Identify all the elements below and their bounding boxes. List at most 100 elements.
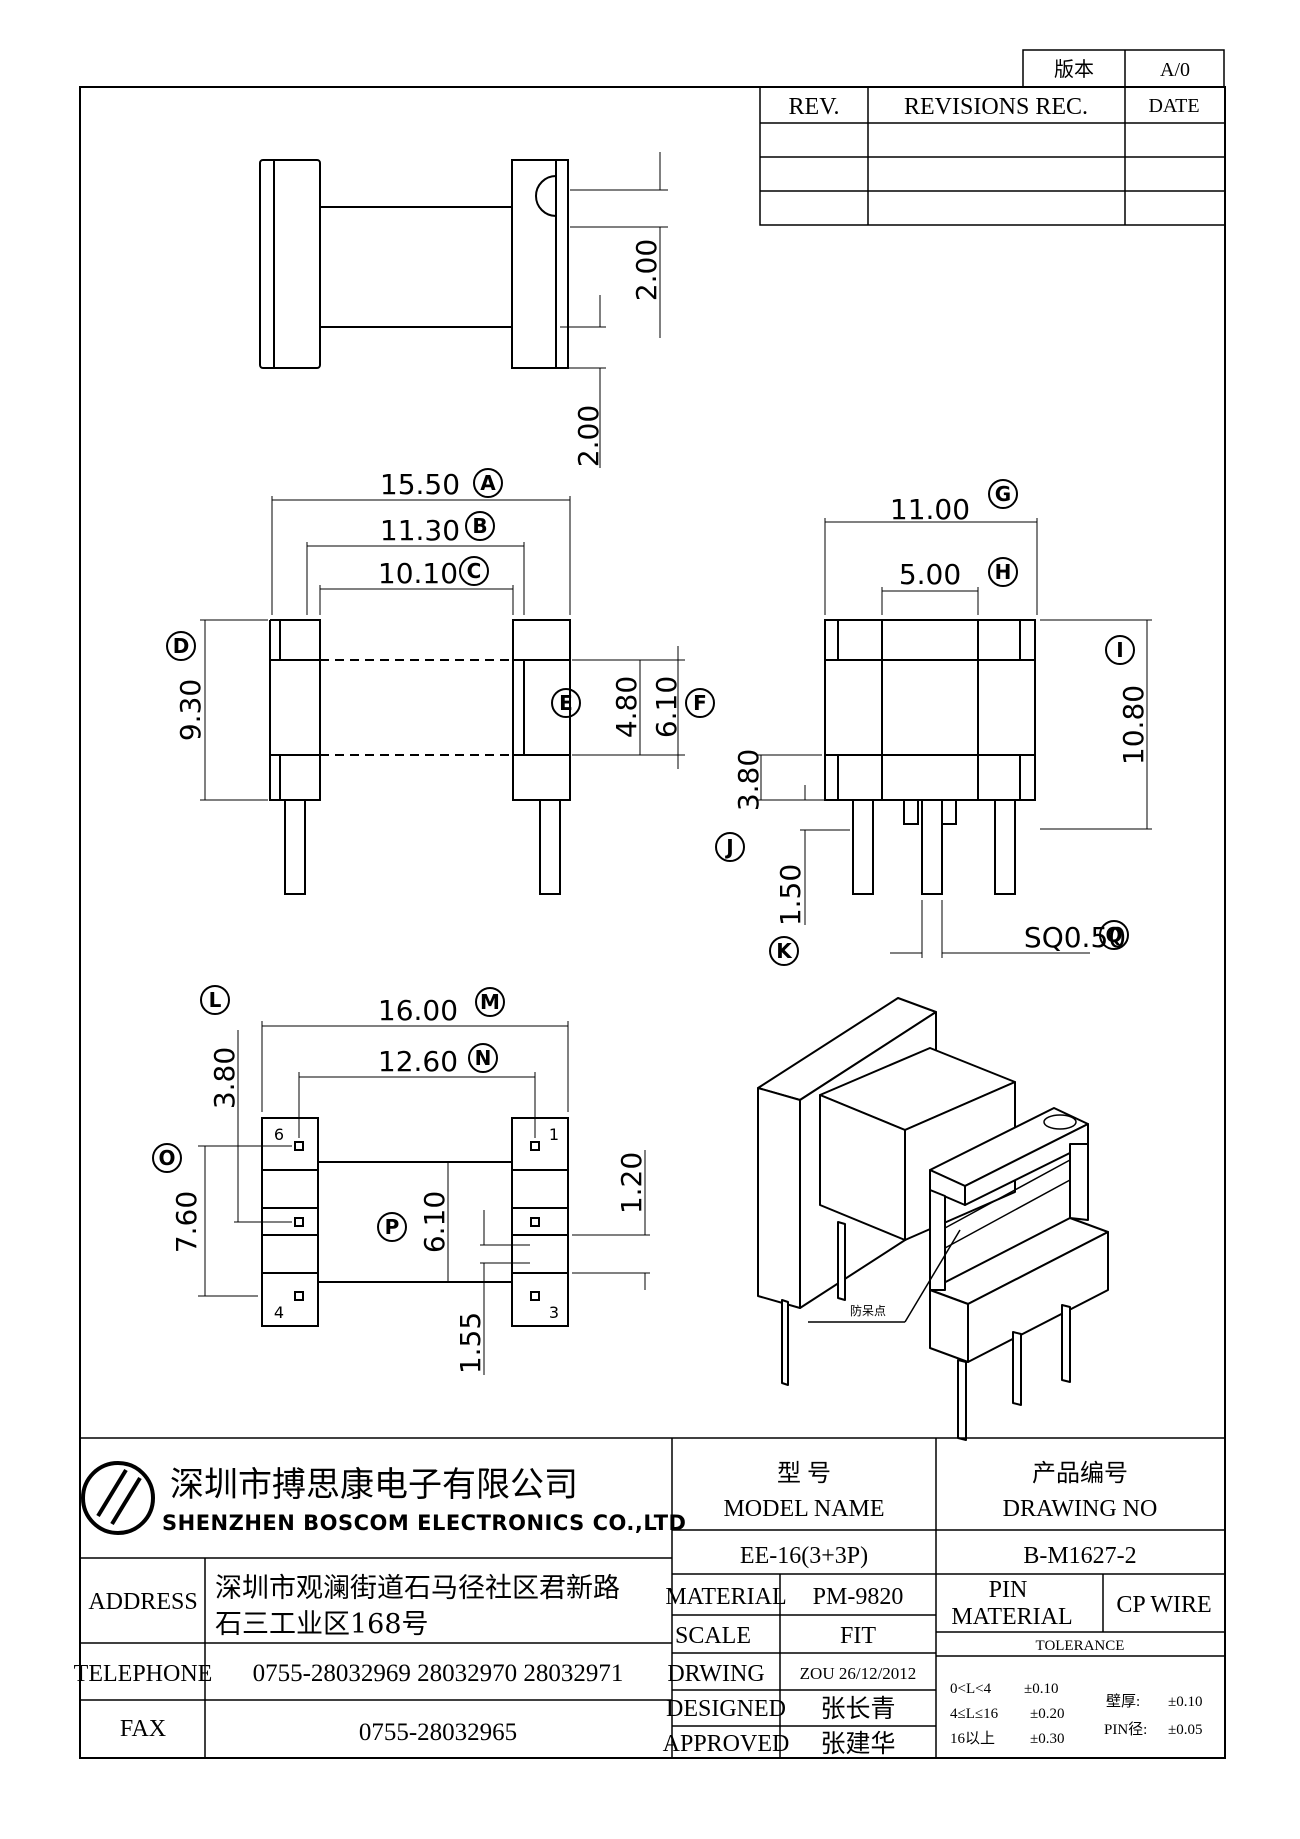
designed-value: 张长青 bbox=[820, 1694, 895, 1723]
dim-L: 3.80 bbox=[208, 1047, 241, 1109]
callout-I: I bbox=[1116, 638, 1123, 662]
pin-material-label-1: PIN bbox=[989, 1577, 1028, 1603]
dim-I: 10.80 bbox=[1117, 685, 1150, 765]
version-value: A/0 bbox=[1160, 59, 1190, 81]
model-value: EE-16(3+3P) bbox=[740, 1543, 868, 1569]
dim-R2: 1.55 bbox=[454, 1312, 487, 1374]
drawing-no-label-en: DRAWING NO bbox=[1003, 1496, 1158, 1522]
dim-top-2-00-upper: 2.00 bbox=[630, 239, 663, 301]
pin-material-label-2: MATERIAL bbox=[951, 1604, 1072, 1630]
tol-range-1: 0<L<4 bbox=[950, 1681, 992, 1697]
tol-range-2: 4≤L≤16 bbox=[950, 1706, 999, 1722]
callout-O: O bbox=[158, 1146, 175, 1170]
top-view-dimensions bbox=[560, 152, 668, 468]
view-isometric-bobbin bbox=[757, 997, 1109, 1441]
material-value: PM-9820 bbox=[813, 1584, 904, 1610]
isometric-details bbox=[808, 1114, 1077, 1323]
material-label: MATERIAL bbox=[665, 1584, 786, 1610]
scale-value: FIT bbox=[840, 1623, 876, 1649]
callout-M: M bbox=[480, 990, 500, 1014]
tol-value-1: ±0.10 bbox=[1024, 1681, 1058, 1697]
bottom-view-dim-labels: 16.00 12.60 3.80 7.60 6.10 1.20 1.55 bbox=[170, 994, 648, 1374]
dim-D: 9.30 bbox=[174, 679, 207, 741]
pin-6-label: 6 bbox=[274, 1125, 284, 1144]
callout-N: N bbox=[475, 1046, 492, 1070]
front-view-dimensions bbox=[200, 496, 685, 801]
fax-label: FAX bbox=[120, 1716, 166, 1742]
callout-C: C bbox=[467, 559, 482, 583]
dim-top-2-00-lower: 2.00 bbox=[572, 405, 605, 467]
company-logo bbox=[81, 1461, 155, 1535]
anti-misinsertion-note: 防呆点 bbox=[850, 1303, 886, 1318]
address-line-2: 石三工业区168号 bbox=[215, 1609, 429, 1640]
version-label: 版本 bbox=[1054, 58, 1094, 81]
dim-O: 7.60 bbox=[170, 1191, 203, 1253]
dim-E: 4.80 bbox=[610, 676, 643, 738]
pin-3-label: 3 bbox=[549, 1303, 559, 1322]
dim-R1: 1.20 bbox=[615, 1152, 648, 1214]
dim-N: 12.60 bbox=[378, 1045, 458, 1078]
date-header: DATE bbox=[1148, 95, 1199, 117]
pin-1-label: 1 bbox=[549, 1125, 559, 1144]
model-label-en: MODEL NAME bbox=[723, 1496, 884, 1522]
callouts bbox=[152, 468, 1135, 1242]
telephone-value: 0755-28032969 28032970 28032971 bbox=[253, 1660, 624, 1687]
designed-label: DESIGNED bbox=[666, 1696, 786, 1722]
revision-block bbox=[759, 49, 1226, 226]
dim-J: 3.80 bbox=[732, 749, 765, 811]
bottom-view-pin-labels: 6 1 4 3 bbox=[274, 1125, 559, 1322]
front-view-dim-labels: 15.50 11.30 10.10 9.30 4.80 6.10 bbox=[174, 468, 683, 741]
callout-H: H bbox=[995, 560, 1012, 584]
callout-D: D bbox=[173, 634, 190, 658]
tolerance-title: TOLERANCE bbox=[1036, 1638, 1125, 1654]
title-block-grid bbox=[80, 1437, 1225, 1758]
dim-C: 10.10 bbox=[378, 557, 458, 590]
dim-P: 6.10 bbox=[418, 1191, 451, 1253]
front-view-hidden-lines bbox=[320, 659, 513, 756]
drwing-value: ZOU 26/12/2012 bbox=[800, 1664, 917, 1683]
address-label: ADDRESS bbox=[88, 1589, 197, 1615]
pin-diameter-value: ±0.05 bbox=[1168, 1722, 1202, 1738]
tol-range-3: 16以上 bbox=[950, 1730, 995, 1747]
wall-thickness-label: 壁厚: bbox=[1106, 1693, 1140, 1710]
callout-K: K bbox=[776, 939, 793, 963]
dim-B: 11.30 bbox=[380, 514, 460, 547]
side-view-dim-labels: 11.00 5.00 10.80 3.80 1.50 SQ0.50 bbox=[732, 493, 1150, 954]
pin-diameter-label: PIN径: bbox=[1104, 1721, 1147, 1738]
view-top-bobbin bbox=[259, 159, 569, 369]
revisions-rec-header: REVISIONS REC. bbox=[904, 94, 1088, 120]
view-side-bobbin bbox=[824, 619, 1036, 895]
side-view-dimensions bbox=[756, 518, 1152, 958]
drwing-label: DRWING bbox=[667, 1661, 764, 1687]
dim-F: 6.10 bbox=[650, 676, 683, 738]
callout-Q: Q bbox=[1105, 923, 1122, 947]
drawing-no-label-cn: 产品编号 bbox=[1032, 1460, 1128, 1487]
callout-P: P bbox=[385, 1215, 400, 1239]
callout-E: E bbox=[559, 691, 573, 715]
rev-header: REV. bbox=[789, 94, 840, 120]
approved-label: APPROVED bbox=[663, 1731, 790, 1757]
view-bottom-bobbin bbox=[261, 1117, 569, 1327]
model-label-cn: 型 号 bbox=[777, 1460, 831, 1487]
dim-G: 11.00 bbox=[890, 493, 970, 526]
fax-value: 0755-28032965 bbox=[359, 1719, 517, 1746]
pin-material-value: CP WIRE bbox=[1116, 1592, 1211, 1618]
company-name-en: SHENZHEN BOSCOM ELECTRONICS CO.,LTD bbox=[162, 1511, 686, 1535]
dim-A: 15.50 bbox=[380, 468, 460, 501]
view-front-bobbin bbox=[269, 619, 571, 895]
callout-L: L bbox=[209, 988, 222, 1012]
approved-value: 张建华 bbox=[820, 1729, 895, 1758]
callout-letters: A B C D E F G H I J K Q L M N O P bbox=[158, 471, 1123, 1239]
drawing-no-value: B-M1627-2 bbox=[1023, 1543, 1136, 1569]
dim-K: 1.50 bbox=[774, 864, 807, 926]
callout-B: B bbox=[472, 514, 487, 538]
wall-thickness-value: ±0.10 bbox=[1168, 1694, 1202, 1710]
dim-M: 16.00 bbox=[378, 994, 458, 1027]
address-line-1: 深圳市观澜街道石马径社区君新路 bbox=[215, 1573, 620, 1604]
bottom-view-dimensions bbox=[198, 1021, 650, 1375]
telephone-label: TELEPHONE bbox=[74, 1661, 213, 1687]
pin-4-label: 4 bbox=[274, 1303, 284, 1322]
tol-value-3: ±0.30 bbox=[1030, 1731, 1064, 1747]
company-name-cn: 深圳市搏思康电子有限公司 bbox=[170, 1465, 578, 1505]
